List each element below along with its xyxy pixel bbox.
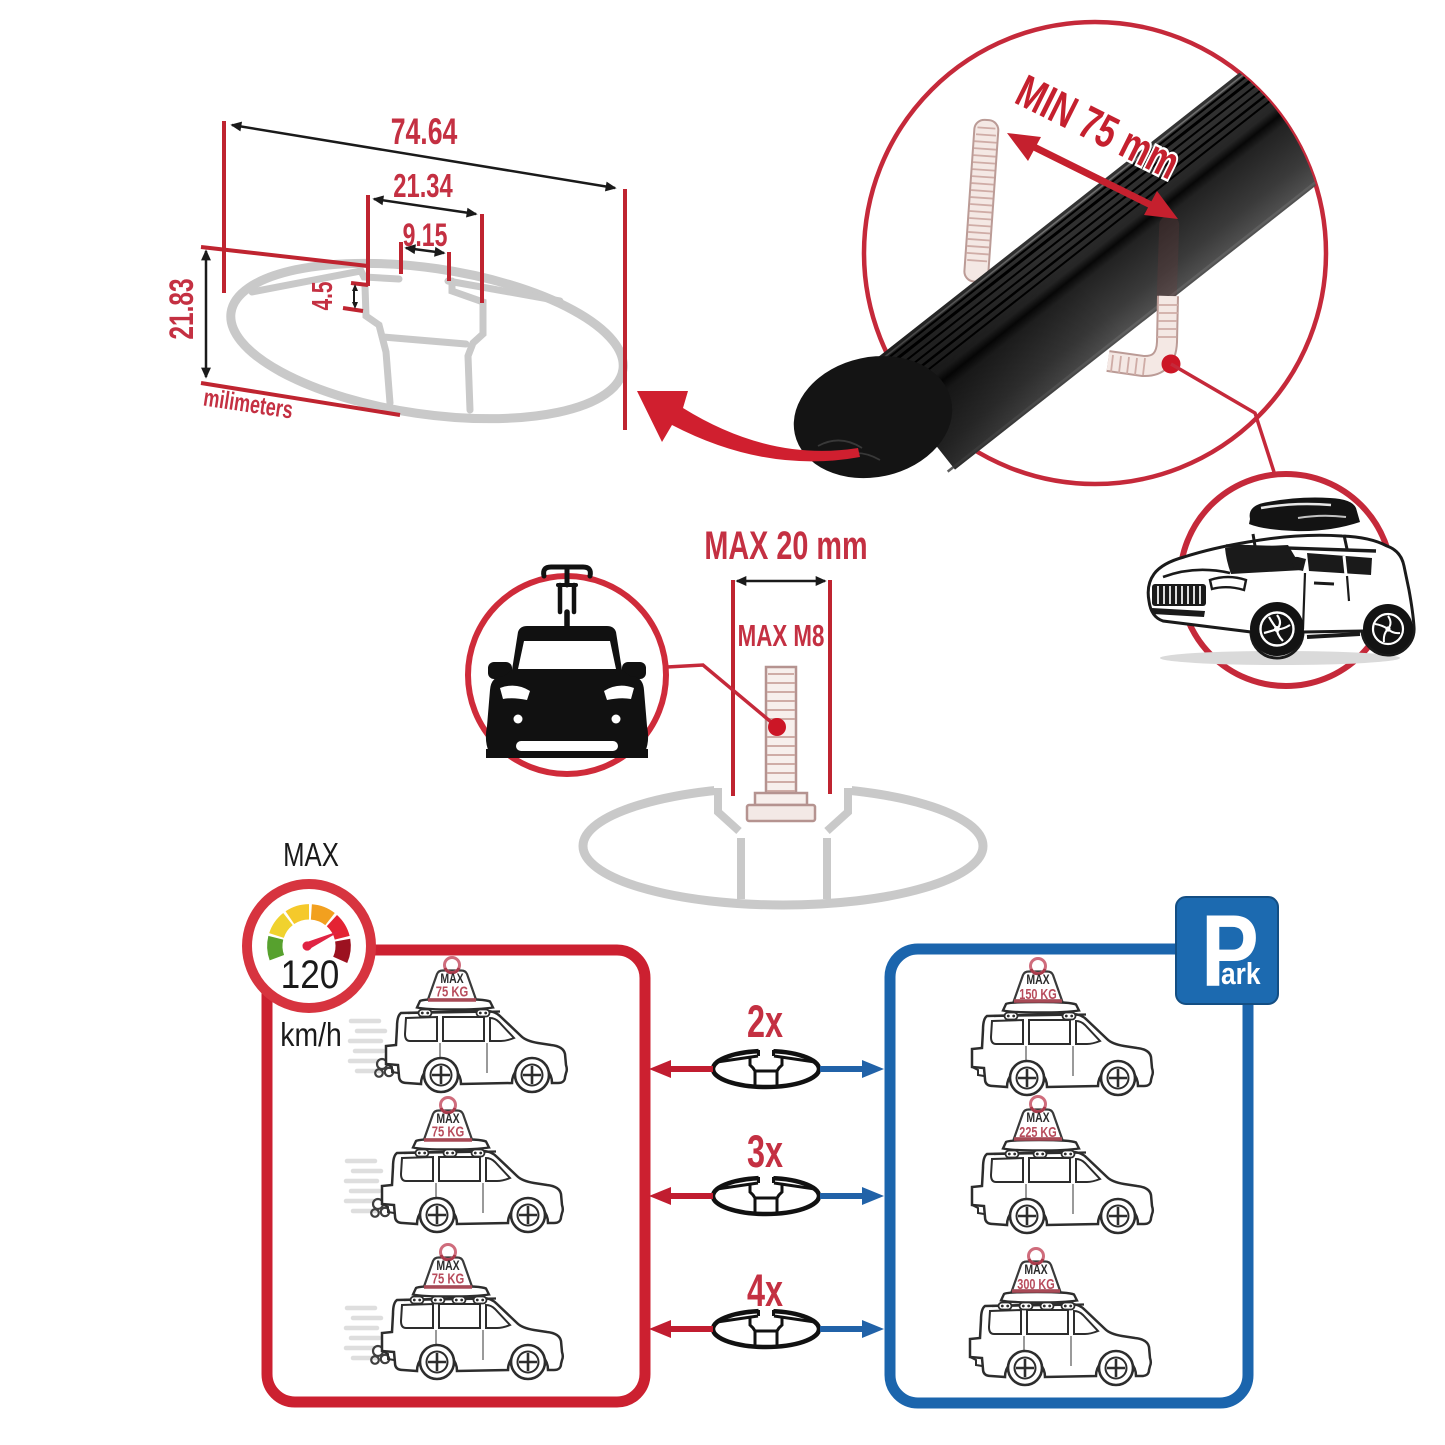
svg-text:120: 120 — [281, 952, 340, 997]
svg-text:MAX: MAX — [436, 1258, 460, 1274]
svg-text:ark: ark — [1221, 957, 1261, 991]
svg-text:MAX: MAX — [1026, 972, 1050, 988]
svg-text:3x: 3x — [747, 1128, 783, 1177]
svg-text:MAX 20 mm: MAX 20 mm — [704, 523, 867, 568]
svg-text:75 KG: 75 KG — [432, 1270, 464, 1287]
svg-text:150 KG: 150 KG — [1019, 985, 1056, 1002]
svg-text:MAX: MAX — [440, 971, 464, 987]
svg-text:MAX: MAX — [436, 1111, 460, 1127]
svg-text:21.83: 21.83 — [163, 278, 201, 339]
svg-text:P: P — [1201, 894, 1259, 1008]
svg-text:MAX: MAX — [1024, 1262, 1048, 1278]
svg-text:MIN 75 mm: MIN 75 mm — [1008, 66, 1187, 189]
svg-text:MAX M8: MAX M8 — [738, 618, 825, 652]
svg-text:4.5: 4.5 — [307, 281, 339, 310]
svg-text:75 KG: 75 KG — [432, 1123, 464, 1140]
svg-text:74.64: 74.64 — [391, 111, 458, 152]
svg-text:2x: 2x — [747, 998, 783, 1047]
svg-text:9.15: 9.15 — [403, 217, 448, 253]
svg-text:21.34: 21.34 — [393, 168, 452, 205]
svg-text:225 KG: 225 KG — [1019, 1123, 1056, 1140]
svg-text:milimeters: milimeters — [202, 383, 295, 425]
svg-text:km/h: km/h — [280, 1016, 341, 1054]
svg-text:75 KG: 75 KG — [436, 983, 468, 1000]
svg-text:300 KG: 300 KG — [1017, 1275, 1054, 1292]
svg-text:MAX: MAX — [1026, 1110, 1050, 1126]
svg-text:MAX: MAX — [283, 837, 339, 874]
